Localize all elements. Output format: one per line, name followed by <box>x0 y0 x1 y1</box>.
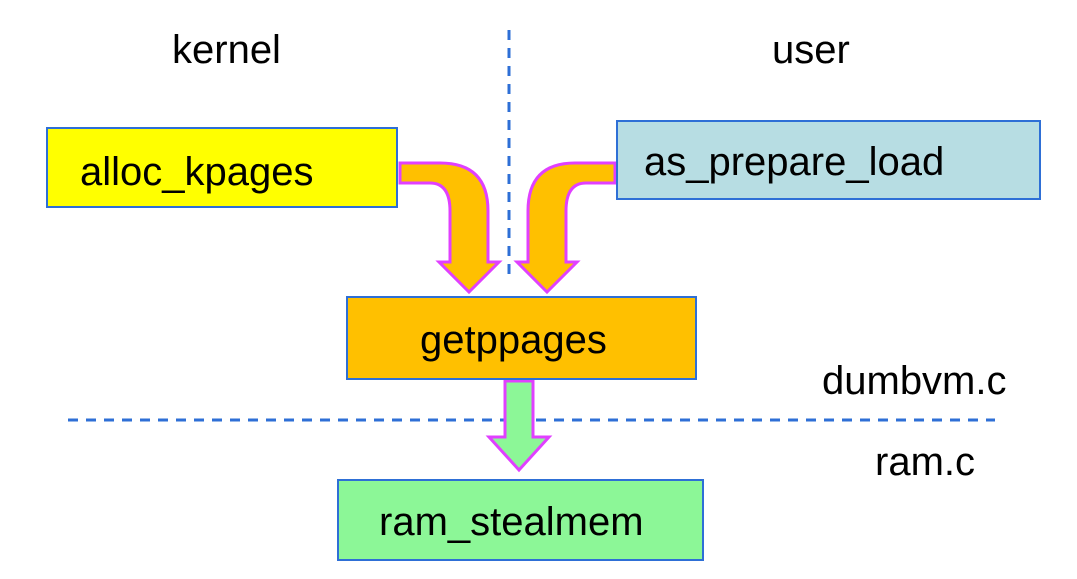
as-prepare-load-box: as_prepare_load <box>616 120 1041 200</box>
arrow-as-prepare-to-getppages <box>513 161 617 295</box>
getppages-label: getppages <box>420 318 607 362</box>
arrow-alloc-to-getppages <box>398 161 503 295</box>
user-label: user <box>772 28 850 72</box>
alloc-kpages-label: alloc_kpages <box>80 150 314 194</box>
ram-file-label: ram.c <box>875 440 975 484</box>
arrow-getppages-to-ram-stealmem <box>485 379 553 473</box>
as-prepare-load-label: as_prepare_load <box>644 140 945 184</box>
kernel-label: kernel <box>172 28 281 72</box>
ram-stealmem-box: ram_stealmem <box>337 479 704 561</box>
ram-stealmem-label: ram_stealmem <box>379 500 644 544</box>
getppages-box: getppages <box>346 296 697 380</box>
alloc-kpages-box: alloc_kpages <box>46 127 398 208</box>
dumbvm-file-label: dumbvm.c <box>822 359 1007 403</box>
